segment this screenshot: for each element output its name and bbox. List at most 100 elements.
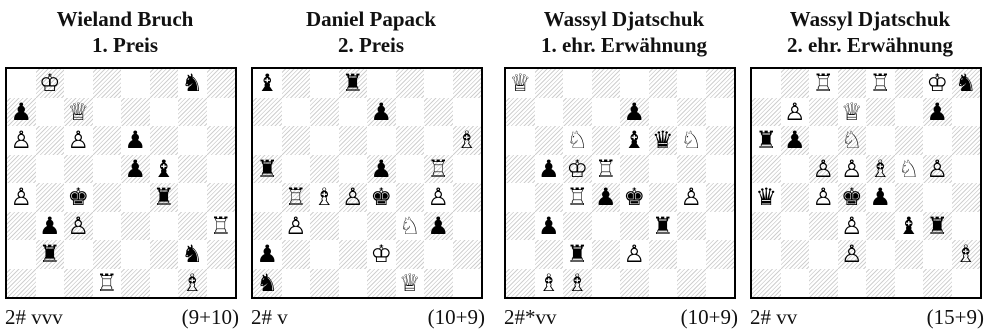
board-square <box>866 240 895 269</box>
board-square <box>951 240 980 269</box>
black-rook-icon: ♜ <box>755 126 777 154</box>
board-square <box>951 183 980 212</box>
board-square <box>453 155 482 184</box>
board-square <box>7 69 36 98</box>
board-square <box>752 211 781 240</box>
board-square <box>780 183 809 212</box>
board-square <box>506 126 535 155</box>
board-square <box>121 183 150 212</box>
board-square <box>781 269 810 298</box>
board-square <box>894 183 923 212</box>
board-square <box>506 183 535 212</box>
board-square <box>809 97 838 126</box>
board-square <box>563 69 592 98</box>
board-square <box>339 98 368 127</box>
board-square <box>206 240 235 269</box>
black-pawn-icon: ♟ <box>427 211 449 240</box>
board-square <box>35 183 64 212</box>
board-square <box>367 211 396 240</box>
stipulation: 2# v <box>251 305 288 329</box>
white-pawn-icon: ♙ <box>284 211 307 240</box>
white-queen-icon: ♕ <box>67 97 89 126</box>
board-square <box>923 97 952 126</box>
black-knight-icon: ♞ <box>256 268 278 297</box>
board-square <box>620 154 649 183</box>
black-pawn-icon: ♟ <box>869 183 891 211</box>
board-square <box>752 154 781 183</box>
white-bishop-icon: ♗ <box>181 268 203 297</box>
board-square <box>121 211 150 240</box>
white-pawn-icon: ♙ <box>427 183 449 211</box>
stipulation: 2# vvv <box>5 305 63 329</box>
composer-name: Wieland Bruch <box>56 7 194 31</box>
board-square <box>36 155 65 184</box>
board-square <box>367 97 396 126</box>
board-square <box>64 69 93 98</box>
board-square <box>92 240 121 269</box>
problem-4: Wassyl Djatschuk 2. ehr. Erwähnung ♖♖♔♞♙… <box>750 0 990 330</box>
board-square <box>7 211 36 240</box>
board-square <box>648 69 677 98</box>
board-square <box>752 69 781 98</box>
white-pawn-icon: ♙ <box>10 183 32 211</box>
board-square <box>338 69 367 98</box>
board-square <box>253 126 282 155</box>
board-square <box>752 240 781 269</box>
board-square <box>35 240 64 269</box>
black-bishop-icon: ♝ <box>256 69 278 97</box>
board-square <box>866 97 895 126</box>
board-square <box>121 154 150 183</box>
white-king-icon: ♔ <box>926 69 948 97</box>
board-square <box>282 155 311 184</box>
chess-board: ♕♟♘♝♛♘♟♔♖♖♟♚♙♟♜♜♙♗♗ <box>504 67 736 299</box>
board-square <box>506 268 535 297</box>
board-square <box>207 98 236 127</box>
black-pawn-icon: ♟ <box>370 97 392 126</box>
board-square <box>310 211 339 240</box>
board-square <box>452 183 481 212</box>
board-square <box>424 268 453 297</box>
board-square <box>951 69 980 98</box>
white-pawn-icon: ♙ <box>840 240 863 268</box>
board-square <box>706 212 735 241</box>
board-square <box>620 268 649 297</box>
award-label: 1. Preis <box>91 33 159 57</box>
board-square <box>452 240 481 269</box>
board-square <box>149 126 178 155</box>
board-square <box>338 240 367 269</box>
white-bishop-icon: ♗ <box>566 268 588 297</box>
board-square <box>178 97 207 126</box>
black-pawn-icon: ♟ <box>256 240 278 268</box>
board-square <box>424 240 453 269</box>
board-square <box>809 268 838 297</box>
board-square <box>367 268 396 297</box>
board-square <box>178 126 207 155</box>
board-square <box>563 268 592 297</box>
board-square <box>752 268 781 297</box>
board-square <box>367 126 396 155</box>
board-square <box>620 97 649 126</box>
black-king-icon: ♚ <box>370 183 392 211</box>
board-square <box>453 98 482 127</box>
black-pawn-icon: ♟ <box>38 211 61 240</box>
board-square <box>781 155 810 184</box>
white-queen-icon: ♕ <box>398 268 421 297</box>
board-square <box>281 69 310 98</box>
board-square <box>923 268 952 297</box>
piece-count: (10+9) <box>427 305 485 329</box>
white-pawn-icon: ♙ <box>840 154 863 183</box>
board-square <box>310 268 339 297</box>
board-square <box>591 240 620 269</box>
white-king-icon: ♔ <box>38 69 61 97</box>
board-square <box>952 98 981 127</box>
board-square <box>534 126 563 155</box>
board-square <box>178 183 207 212</box>
board-square <box>206 126 235 155</box>
white-knight-icon: ♘ <box>840 126 863 154</box>
award-label: 2. ehr. Erwähnung <box>786 33 954 57</box>
white-rook-icon: ♖ <box>812 69 834 97</box>
black-pawn-icon: ♟ <box>537 154 560 183</box>
white-bishop-icon: ♗ <box>313 183 335 211</box>
board-square <box>591 126 620 155</box>
board-square <box>424 126 453 155</box>
